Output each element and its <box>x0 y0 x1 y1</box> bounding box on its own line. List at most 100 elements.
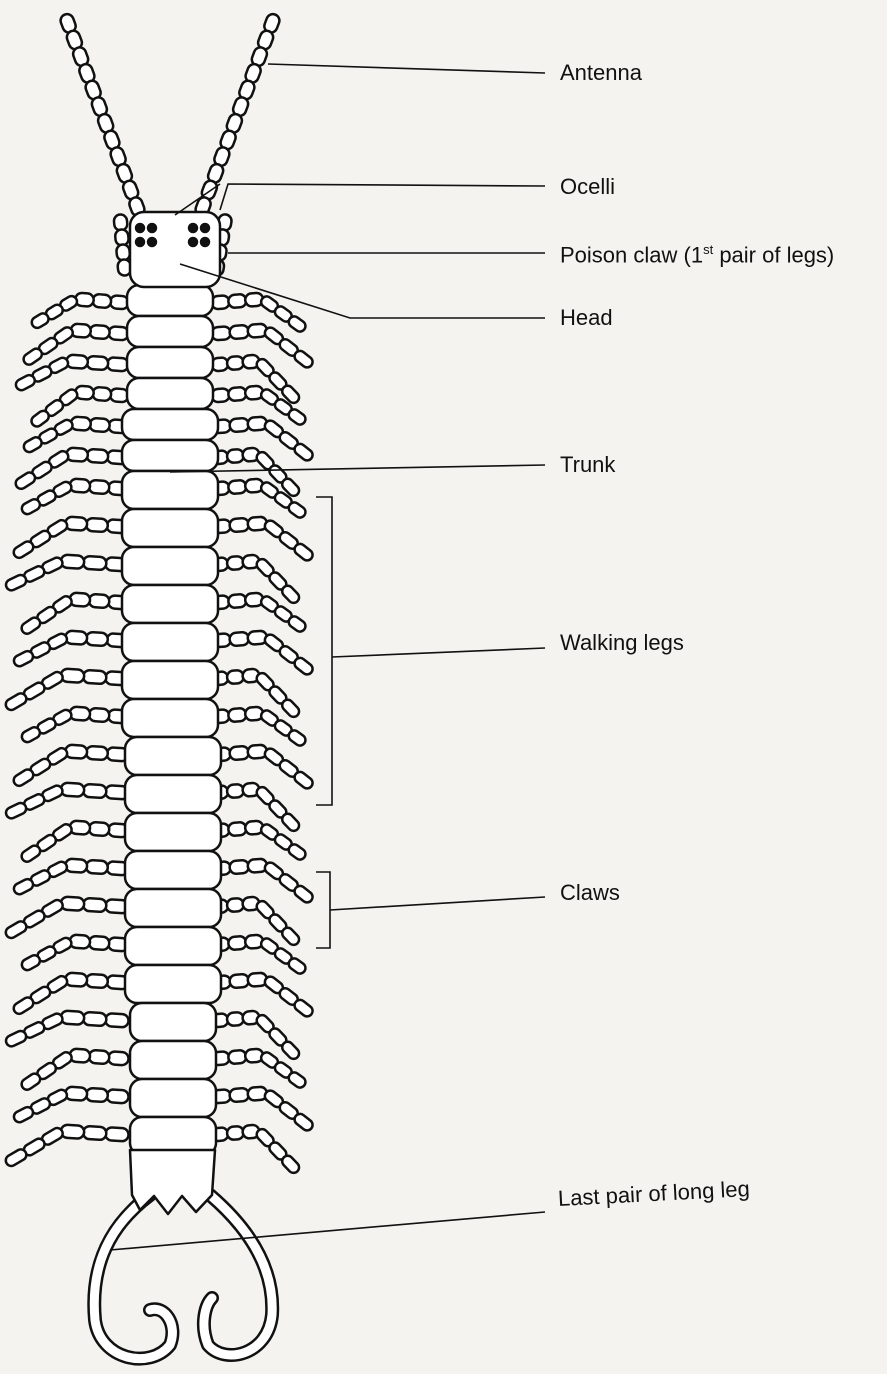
leg-left-15-distal <box>4 784 64 820</box>
trunk-segment-15 <box>125 775 221 813</box>
trunk-segment-22 <box>130 1041 216 1079</box>
trunk-segment-11 <box>122 623 218 661</box>
leg-left-21-distal <box>4 1012 64 1048</box>
leader-last-pair <box>110 1212 545 1250</box>
leg-right-5-distal <box>263 418 315 462</box>
leader-claws <box>330 897 545 910</box>
leader-trunk <box>170 465 545 472</box>
leg-left-11-distal <box>12 632 69 668</box>
terminal-segment <box>130 1150 215 1214</box>
trunk-segment-9 <box>122 547 218 585</box>
trunk-segment-1 <box>127 285 213 316</box>
leg-left-20-distal <box>12 974 70 1016</box>
leader-ocelli <box>220 184 545 210</box>
leg-left-4-proximal <box>75 385 129 402</box>
label-poison-claw: Poison claw (1st pair of legs) <box>560 243 834 266</box>
trunk-segment-19 <box>125 927 221 965</box>
leg-right-23-distal <box>263 1088 315 1132</box>
trunk-segment-5 <box>122 409 218 440</box>
leg-left-1-distal <box>30 294 79 330</box>
label-antenna: Antenna <box>560 62 642 84</box>
walking-legs-bracket <box>316 497 332 805</box>
ocellus-7 <box>189 238 197 246</box>
leg-right-16-distal <box>259 822 308 861</box>
trunk-segment-23 <box>130 1079 216 1117</box>
ocellus-5 <box>189 224 197 232</box>
leg-right-22-distal <box>259 1050 308 1089</box>
leg-right-13-distal <box>259 708 308 747</box>
trunk-segment-16 <box>125 813 221 851</box>
leg-left-20-proximal <box>65 972 129 989</box>
leg-left-19-distal <box>20 936 73 972</box>
leg-left-13-distal <box>20 708 73 744</box>
leg-right-1-proximal <box>211 292 264 309</box>
trunk-segment-3 <box>127 347 213 378</box>
label-walking-legs: Walking legs <box>560 632 684 654</box>
last-leg-left <box>94 1195 172 1359</box>
leg-left-16-distal <box>20 822 74 864</box>
leader-walking-legs <box>332 648 545 657</box>
leg-right-20-distal <box>263 974 315 1018</box>
leg-left-18-proximal <box>61 896 129 913</box>
label-ocelli: Ocelli <box>560 176 615 198</box>
leg-left-5-distal <box>22 418 75 454</box>
leg-left-7-proximal <box>69 478 129 495</box>
leg-left-13-proximal <box>69 706 129 723</box>
leg-left-17-distal <box>12 860 69 896</box>
poison-claw-text: Poison claw (1 <box>560 242 703 267</box>
antenna-left <box>59 12 147 218</box>
trunk-segment-14 <box>125 737 221 775</box>
centipede-body <box>4 12 315 1358</box>
leg-right-10-distal <box>259 594 308 633</box>
leg-right-2-distal <box>263 325 315 369</box>
antenna-right <box>194 12 282 218</box>
claws-bracket <box>316 872 330 948</box>
leg-right-24-distal <box>254 1127 301 1175</box>
leg-right-8-proximal <box>211 516 267 533</box>
ocellus-1 <box>136 224 144 232</box>
leg-left-23-distal <box>12 1088 69 1124</box>
label-trunk: Trunk <box>560 454 615 476</box>
trunk-segment-4 <box>127 378 213 409</box>
leg-left-1-proximal <box>75 292 129 309</box>
leg-right-4-proximal <box>211 385 264 402</box>
ocellus-3 <box>136 238 144 246</box>
leg-left-3-proximal <box>66 354 129 371</box>
leg-right-17-distal <box>263 860 315 904</box>
leg-left-9-proximal <box>61 554 129 571</box>
leg-left-3-distal <box>14 356 70 392</box>
leg-left-14-proximal <box>65 744 129 761</box>
trunk-segment-17 <box>125 851 221 889</box>
ocellus-6 <box>201 224 209 232</box>
trunk-segment-20 <box>125 965 221 1003</box>
ocellus-8 <box>201 238 209 246</box>
trunk-segment-21 <box>130 1003 216 1041</box>
leg-right-19-distal <box>259 936 308 975</box>
label-head: Head <box>560 307 613 329</box>
leader-antenna <box>268 64 545 73</box>
poison-claw-superscript: st <box>703 242 713 257</box>
leg-left-5-proximal <box>70 416 129 433</box>
trunk-segment-2 <box>127 316 213 347</box>
trunk-segment-6 <box>122 440 218 471</box>
leg-right-5-proximal <box>211 416 267 433</box>
label-claws: Claws <box>560 882 620 904</box>
leg-right-14-distal <box>263 746 315 790</box>
leg-left-23-proximal <box>65 1086 129 1103</box>
leg-left-24-distal <box>4 1126 65 1168</box>
leg-right-23-proximal <box>211 1086 267 1103</box>
leg-left-15-proximal <box>61 782 129 799</box>
leg-left-6-proximal <box>66 447 129 464</box>
leg-right-8-distal <box>263 518 315 562</box>
leg-left-9-distal <box>4 556 64 592</box>
leg-left-17-proximal <box>65 858 129 875</box>
leg-left-19-proximal <box>69 934 129 951</box>
leg-left-24-proximal <box>61 1124 129 1141</box>
leg-right-22-proximal <box>211 1048 264 1065</box>
leg-left-8-distal <box>12 518 70 560</box>
trunk-segment-8 <box>122 509 218 547</box>
ocellus-4 <box>148 238 156 246</box>
leg-left-16-proximal <box>69 820 129 837</box>
leg-left-2-proximal <box>70 323 129 340</box>
